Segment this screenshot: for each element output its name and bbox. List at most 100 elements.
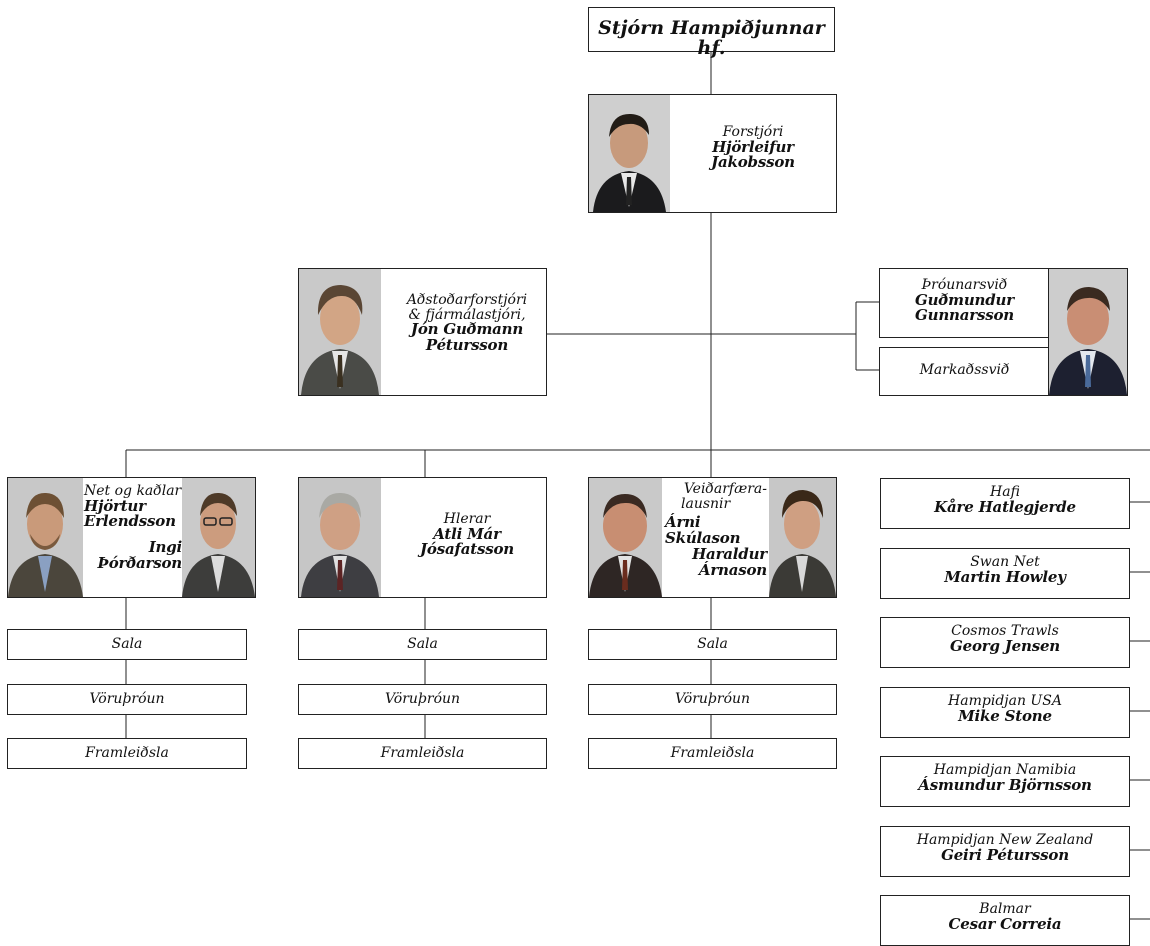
- deputy-photo: [299, 269, 381, 395]
- subsidiary-person: Ásmundur Björnsson: [918, 775, 1092, 794]
- marketing-box: Markaðssvið: [879, 347, 1050, 396]
- net-rope-photo-right: [182, 478, 255, 597]
- ceo-text: Forstjóri Hjörleifur Jakobsson: [673, 125, 833, 171]
- gear-text: Veiðarfæra- lausnir Árni Skúlason Harald…: [665, 482, 767, 578]
- portrait-image: [299, 269, 381, 395]
- doors-name-last: Jósafatsson: [420, 540, 514, 559]
- portrait-image: [769, 478, 836, 597]
- subsidiary-box: Hampidjan USA Mike Stone: [880, 687, 1130, 738]
- portrait-image: [8, 478, 83, 597]
- ceo-photo: [589, 95, 670, 212]
- deputy-name-last: Pétursson: [425, 336, 509, 355]
- subsidiary-person: Georg Jensen: [949, 636, 1060, 655]
- sub-unit-label: Framleiðsla: [380, 745, 465, 761]
- sub-unit-label: Sala: [697, 636, 728, 652]
- development-name-first: Guðmundur: [915, 290, 1014, 309]
- gear-name-a-first: Árni: [665, 513, 701, 532]
- subsidiary-box: Hafi Kåre Hatlegjerde: [880, 478, 1130, 529]
- subsidiary-company: Hampidjan New Zealand: [916, 832, 1094, 848]
- sub-unit-label: Framleiðsla: [670, 745, 755, 761]
- deputy-text: Aðstoðarforstjóri & fjármálastjóri, Jón …: [389, 293, 545, 354]
- ceo-name-last: Jakobsson: [711, 153, 795, 172]
- net-rope-sales-box: Sala: [7, 629, 247, 660]
- gear-production-box: Framleiðsla: [588, 738, 837, 769]
- subsidiary-text: Hafi Kåre Hatlegjerde: [881, 485, 1129, 515]
- doors-sales-box: Sala: [298, 629, 547, 660]
- subsidiary-company: Hampidjan USA: [948, 693, 1062, 709]
- development-text: Þróunarsvið Guðmundur Gunnarsson: [880, 278, 1049, 324]
- subsidiary-text: Hampidjan New Zealand Geiri Pétursson: [881, 833, 1129, 863]
- sub-unit-label: Vöruþróun: [384, 691, 461, 707]
- gear-sales-box: Sala: [588, 629, 837, 660]
- sub-unit-label: Vöruþróun: [89, 691, 165, 707]
- subsidiary-box: Hampidjan Namibia Ásmundur Björnsson: [880, 756, 1130, 807]
- board-title: Stjórn Hampiðjunnar hf.: [598, 17, 825, 59]
- deputy-role-line1: Aðstoðarforstjóri: [406, 292, 528, 308]
- net-rope-photo-left: [8, 478, 83, 597]
- subsidiary-text: Swan Net Martin Howley: [881, 555, 1129, 585]
- subsidiary-box: Swan Net Martin Howley: [880, 548, 1130, 599]
- gear-photo-left: [589, 478, 662, 597]
- doors-box: Hlerar Atli Már Jósafatsson: [298, 477, 547, 598]
- deputy-role-line2: & fjármálastjóri,: [408, 306, 526, 323]
- subsidiary-text: Hampidjan USA Mike Stone: [881, 694, 1129, 724]
- subsidiary-box: Cosmos Trawls Georg Jensen: [880, 617, 1130, 668]
- subsidiary-text: Balmar Cesar Correia: [881, 902, 1129, 932]
- subsidiary-box: Hampidjan New Zealand Geiri Pétursson: [880, 826, 1130, 877]
- gear-box: Veiðarfæra- lausnir Árni Skúlason Harald…: [588, 477, 837, 598]
- portrait-image: [299, 478, 381, 597]
- subsidiary-company: Swan Net: [970, 554, 1040, 570]
- net-rope-name-a-last: Erlendsson: [84, 512, 176, 531]
- gear-name-b-last: Árnason: [698, 560, 767, 579]
- subsidiary-person: Kåre Hatlegjerde: [934, 497, 1076, 516]
- deputy-name-first: Jón Guðmann: [410, 320, 524, 339]
- subsidiary-person: Martin Howley: [944, 567, 1066, 586]
- subsidiary-text: Cosmos Trawls Georg Jensen: [881, 624, 1129, 654]
- net-rope-text: Net og kaðlar Hjörtur Erlendsson Ingi Þó…: [84, 484, 182, 572]
- sub-unit-label: Framleiðsla: [85, 745, 169, 761]
- gear-photo-right: [769, 478, 836, 597]
- doors-production-box: Framleiðsla: [298, 738, 547, 769]
- net-rope-name-b-last: Þórðarson: [97, 553, 183, 572]
- subsidiary-person: Geiri Pétursson: [941, 845, 1069, 864]
- net-rope-product-dev-box: Vöruþróun: [7, 684, 247, 715]
- doors-product-dev-box: Vöruþróun: [298, 684, 547, 715]
- subsidiary-company: Hafi: [990, 484, 1020, 500]
- net-rope-box: Net og kaðlar Hjörtur Erlendsson Ingi Þó…: [7, 477, 256, 598]
- doors-text: Hlerar Atli Már Jósafatsson: [389, 512, 545, 558]
- ceo-name-first: Hjörleifur: [712, 137, 794, 156]
- ceo-role: Forstjóri: [722, 124, 784, 140]
- doors-name-first: Atli Már: [433, 524, 501, 543]
- net-rope-name-b-first: Ingi: [148, 538, 183, 557]
- subsidiary-person: Cesar Correia: [948, 914, 1062, 933]
- sub-unit-label: Vöruþróun: [674, 691, 751, 707]
- development-photo-frame: [1048, 268, 1128, 396]
- portrait-image: [589, 95, 670, 212]
- doors-photo: [299, 478, 381, 597]
- gear-product-dev-box: Vöruþróun: [588, 684, 837, 715]
- development-box: Þróunarsvið Guðmundur Gunnarsson: [879, 268, 1050, 338]
- subsidiary-text: Hampidjan Namibia Ásmundur Björnsson: [881, 763, 1129, 793]
- portrait-image: [1049, 269, 1127, 395]
- net-rope-role: Net og kaðlar: [84, 483, 182, 499]
- development-role: Þróunarsvið: [921, 277, 1008, 293]
- marketing-label: Markaðssvið: [919, 362, 1010, 378]
- subsidiary-person: Mike Stone: [958, 706, 1052, 725]
- portrait-image: [182, 478, 255, 597]
- subsidiary-box: Balmar Cesar Correia: [880, 895, 1130, 946]
- sub-unit-label: Sala: [407, 636, 438, 652]
- gear-name-a-last: Skúlason: [665, 529, 741, 548]
- sub-unit-label: Sala: [111, 636, 143, 652]
- development-name-last: Gunnarsson: [915, 306, 1014, 325]
- deputy-box: Aðstoðarforstjóri & fjármálastjóri, Jón …: [298, 268, 547, 396]
- portrait-image: [589, 478, 662, 597]
- subsidiary-company: Balmar: [979, 901, 1031, 917]
- development-photo: [1049, 269, 1127, 395]
- net-rope-name-a-first: Hjörtur: [84, 496, 146, 515]
- gear-role-line2: lausnir: [681, 495, 731, 512]
- gear-name-b-first: Haraldur: [692, 544, 767, 563]
- board-box: Stjórn Hampiðjunnar hf.: [588, 7, 835, 58]
- ceo-box: Forstjóri Hjörleifur Jakobsson: [588, 94, 837, 213]
- subsidiary-company: Hampidjan Namibia: [933, 762, 1077, 778]
- doors-role: Hlerar: [443, 511, 491, 527]
